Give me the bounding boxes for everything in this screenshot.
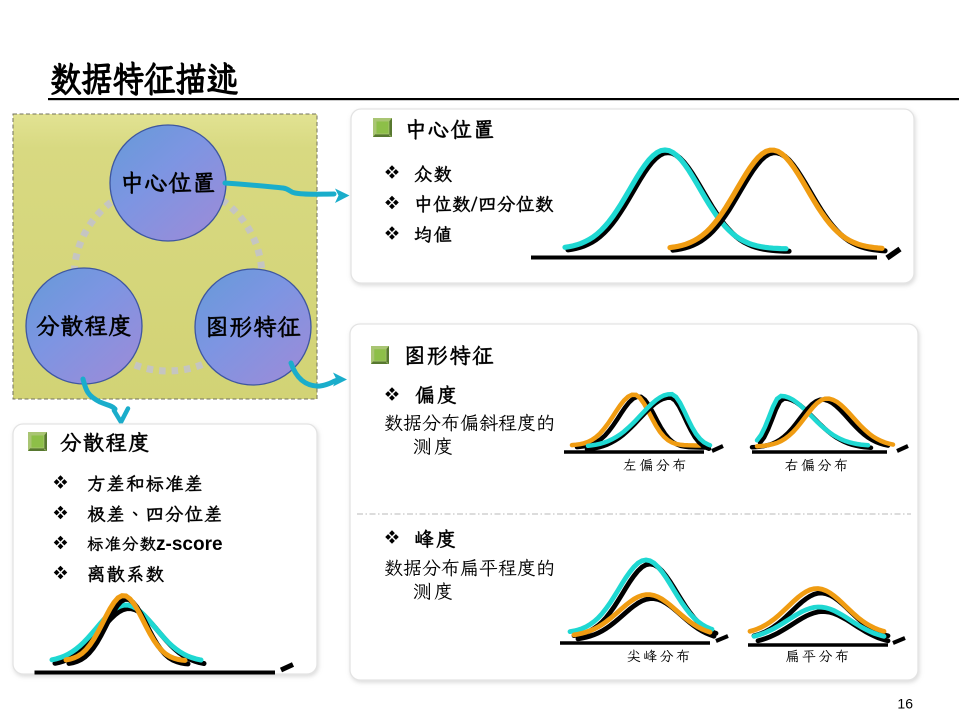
svg-text:16: 16	[897, 696, 913, 712]
svg-text:z-score: z-score	[156, 534, 223, 555]
